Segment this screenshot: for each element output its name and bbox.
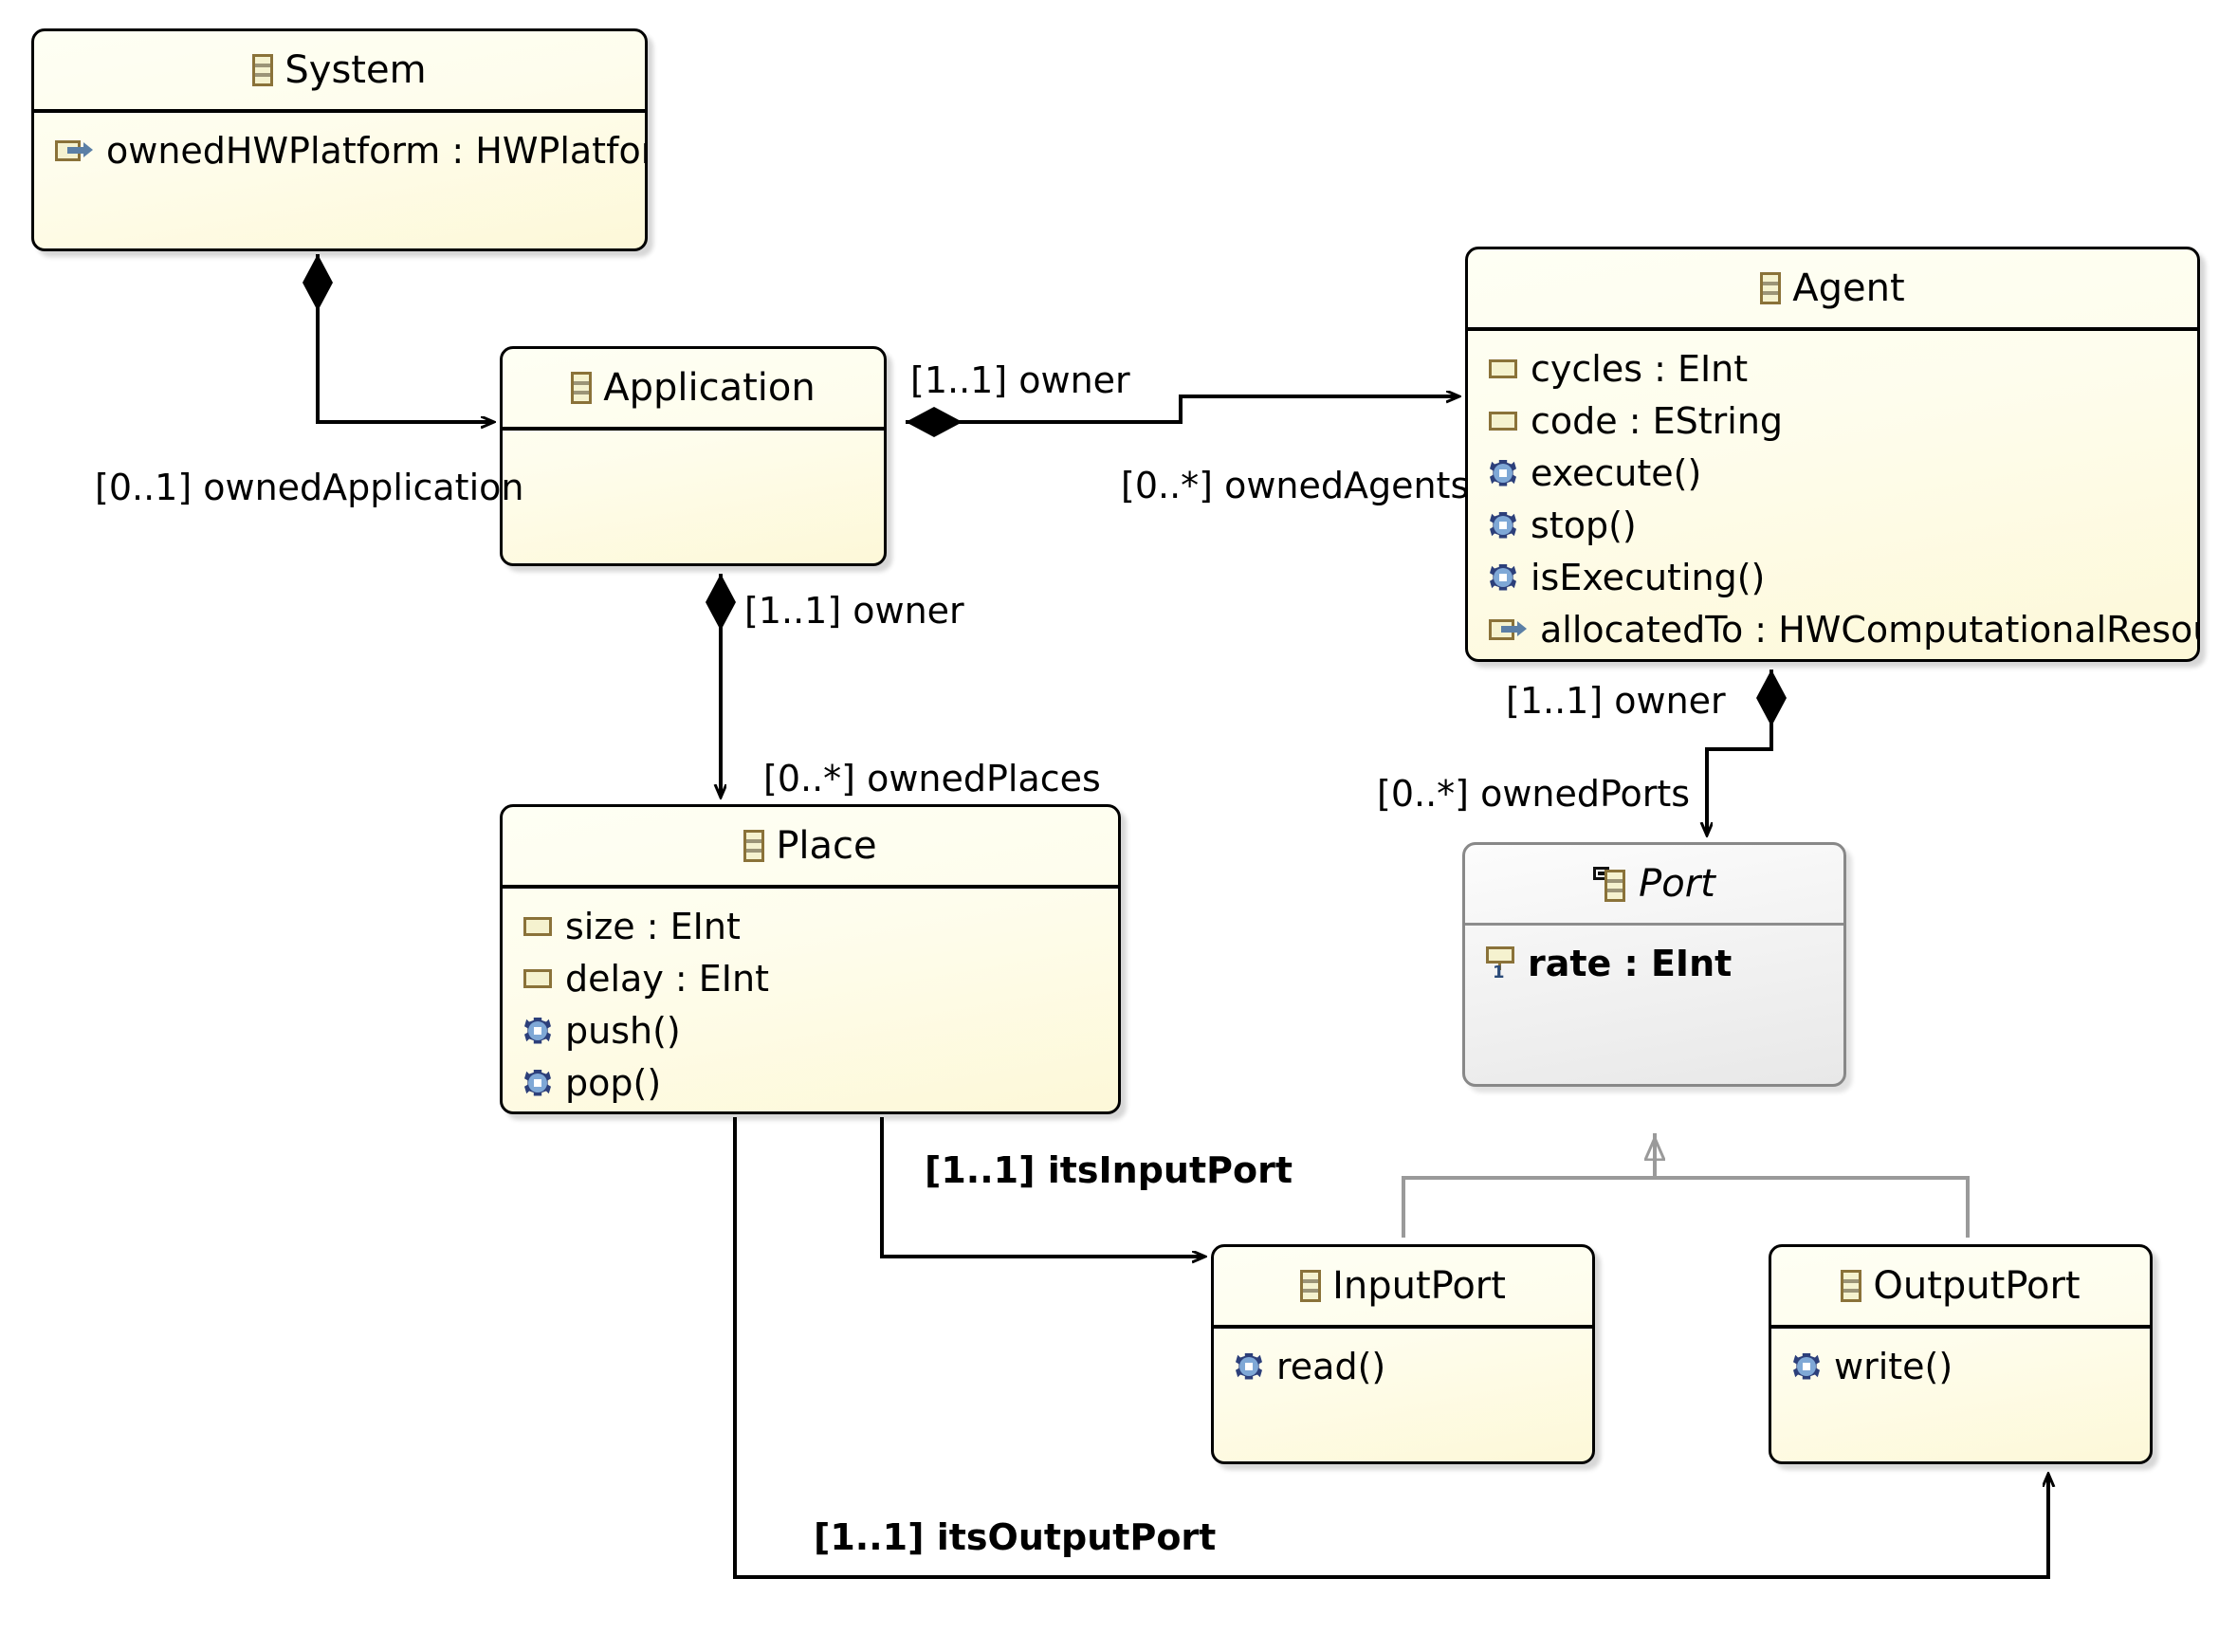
class-name: Agent [1792,266,1905,310]
class-body-agent: cycles : EInt code : EString execute() s… [1468,331,2197,655]
feature-row[interactable]: pop() [523,1056,1118,1109]
edge-label-ownedPlaces: [0..*] ownedPlaces [763,758,1101,799]
operation-icon [1489,459,1517,487]
feature-label: delay : EInt [565,957,769,1000]
attribute-one-icon: 1 [1486,945,1514,982]
feature-row[interactable]: write() [1792,1340,2150,1392]
edge-system-application [303,254,493,422]
class-body-inputport: read() [1214,1329,1592,1392]
class-box-system[interactable]: System ownedHWPlatform : HWPlatform [31,28,648,251]
feature-row[interactable]: delay : EInt [523,952,1118,1004]
class-name: Application [603,366,816,410]
edge-application-place [706,574,736,797]
class-box-agent[interactable]: Agent cycles : EInt code : EString execu… [1465,247,2200,662]
feature-row[interactable]: code : EString [1489,395,2197,447]
feature-label: isExecuting() [1531,556,1766,598]
operation-icon [1489,511,1517,540]
edge-label-ownedPorts: [0..*] ownedPorts [1377,773,1691,815]
feature-label: execute() [1531,451,1702,494]
reference-icon [55,139,93,161]
class-header-system: System [34,31,645,113]
operation-icon [523,1069,552,1097]
edge-label-owner-application-place: [1..1] owner [744,590,964,632]
class-icon [1841,1270,1862,1302]
edge-label-owner-agent-port: [1..1] owner [1506,680,1726,722]
class-header-agent: Agent [1468,249,2197,331]
attribute-icon [523,916,552,936]
attribute-icon [1489,411,1517,431]
class-icon [1760,272,1782,304]
operation-icon [523,1017,552,1045]
feature-label: cycles : EInt [1531,347,1749,390]
class-name: Place [776,824,877,868]
class-box-inputport[interactable]: InputPort read() [1211,1244,1595,1464]
class-body-system: ownedHWPlatform : HWPlatform [34,113,645,176]
feature-row[interactable]: ownedHWPlatform : HWPlatform [55,124,645,176]
feature-row[interactable]: push() [523,1004,1118,1056]
class-header-place: Place [503,807,1118,889]
operation-icon [1489,563,1517,592]
feature-label: size : EInt [565,905,741,947]
feature-label: pop() [565,1061,662,1104]
class-name: Port [1639,862,1715,906]
class-icon [743,830,765,862]
feature-label: write() [1834,1345,1953,1387]
feature-label: code : EString [1531,399,1784,442]
class-name: OutputPort [1873,1264,2081,1308]
class-header-outputport: OutputPort [1771,1247,2150,1329]
class-icon [571,372,593,404]
feature-label: push() [565,1009,681,1052]
class-body-application [503,431,884,442]
class-body-port: 1 rate : EInt [1465,926,1843,989]
abstract-class-icon [1593,867,1627,902]
class-box-application[interactable]: Application [500,346,887,566]
class-name: InputPort [1332,1264,1506,1308]
class-box-outputport[interactable]: OutputPort write() [1769,1244,2153,1464]
edge-label-owner-application-agent: [1..1] owner [910,359,1130,401]
class-header-application: Application [503,349,884,431]
reference-icon [1489,618,1527,640]
feature-row[interactable]: size : EInt [523,900,1118,952]
class-header-inputport: InputPort [1214,1247,1592,1329]
operation-icon [1792,1352,1821,1381]
class-header-port: Port [1465,845,1843,926]
feature-row[interactable]: isExecuting() [1489,551,2197,603]
class-body-place: size : EInt delay : EInt push() pop() [503,889,1118,1109]
feature-row[interactable]: 1 rate : EInt [1486,937,1843,989]
feature-label: stop() [1531,504,1637,546]
feature-label: rate : EInt [1528,942,1733,984]
multiplicity-label: 1 [1493,962,1505,982]
class-icon [1300,1270,1322,1302]
feature-row[interactable]: cycles : EInt [1489,342,2197,395]
class-box-port[interactable]: Port 1 rate : EInt [1462,842,1846,1087]
feature-row[interactable]: execute() [1489,447,2197,499]
edge-label-itsOutputPort: [1..1] itsOutputPort [814,1516,1217,1558]
attribute-icon [523,968,552,988]
class-box-place[interactable]: Place size : EInt delay : EInt push() [500,804,1121,1114]
feature-row[interactable]: stop() [1489,499,2197,551]
attribute-icon [1489,358,1517,378]
feature-row[interactable]: allocatedTo : HWComputationalResource [1489,603,2197,655]
edge-label-itsInputPort: [1..1] itsInputPort [925,1149,1293,1191]
class-icon [252,54,274,86]
feature-label: read() [1276,1345,1386,1387]
operation-icon [1235,1352,1263,1381]
edge-application-agent [906,396,1458,437]
edge-label-ownedApplication: [0..1] ownedApplication [95,467,524,508]
class-body-outputport: write() [1771,1329,2150,1392]
feature-label: ownedHWPlatform : HWPlatform [106,129,648,172]
edge-generalization-port [1402,1133,1970,1238]
class-name: System [284,48,427,92]
feature-label: allocatedTo : HWComputationalResource [1540,608,2200,651]
edge-label-ownedAgents: [0..*] ownedAgents [1121,465,1470,506]
feature-row[interactable]: read() [1235,1340,1592,1392]
